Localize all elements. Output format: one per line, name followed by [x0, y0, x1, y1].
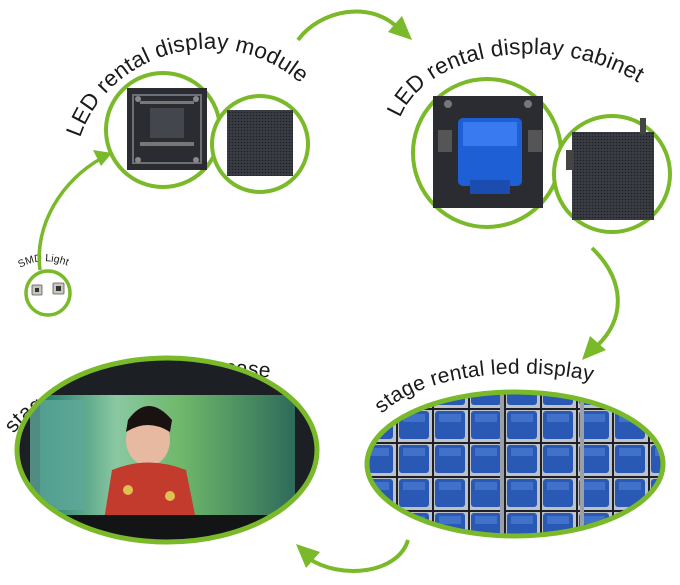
stage-display-ring — [364, 389, 666, 539]
stage-case-ring — [14, 355, 320, 545]
stage-case-photo — [17, 358, 317, 542]
curved-arrow-icon — [590, 246, 620, 348]
curved-arrow-icon — [306, 539, 410, 573]
flow-arrow-module-to-cabinet — [296, 9, 412, 42]
stage-display-node: stage rental led display — [364, 356, 666, 539]
flow-arrow-stage-to-case — [296, 539, 410, 573]
flow-arrow-cabinet-to-stage — [582, 246, 620, 360]
stage-case-node: stage rental led display case — [0, 355, 320, 545]
smd-light-node: SMD Light — [16, 252, 72, 317]
curved-arrow-icon — [296, 9, 400, 42]
cabinet-back-photo — [433, 96, 543, 208]
module-node: LED rental display module — [61, 29, 313, 194]
stage-display-photo — [367, 392, 663, 536]
module-front-photo — [227, 110, 293, 176]
flow-arrow-smd-to-module — [37, 150, 112, 271]
module-back-photo — [127, 88, 207, 170]
curved-arrow-icon — [37, 156, 103, 271]
smd-light-ring — [24, 269, 72, 317]
cabinet-front-photo — [566, 118, 654, 220]
cabinet-node: LED rental display cabinet — [382, 34, 672, 234]
smd-light-label: SMD Light — [16, 252, 70, 270]
